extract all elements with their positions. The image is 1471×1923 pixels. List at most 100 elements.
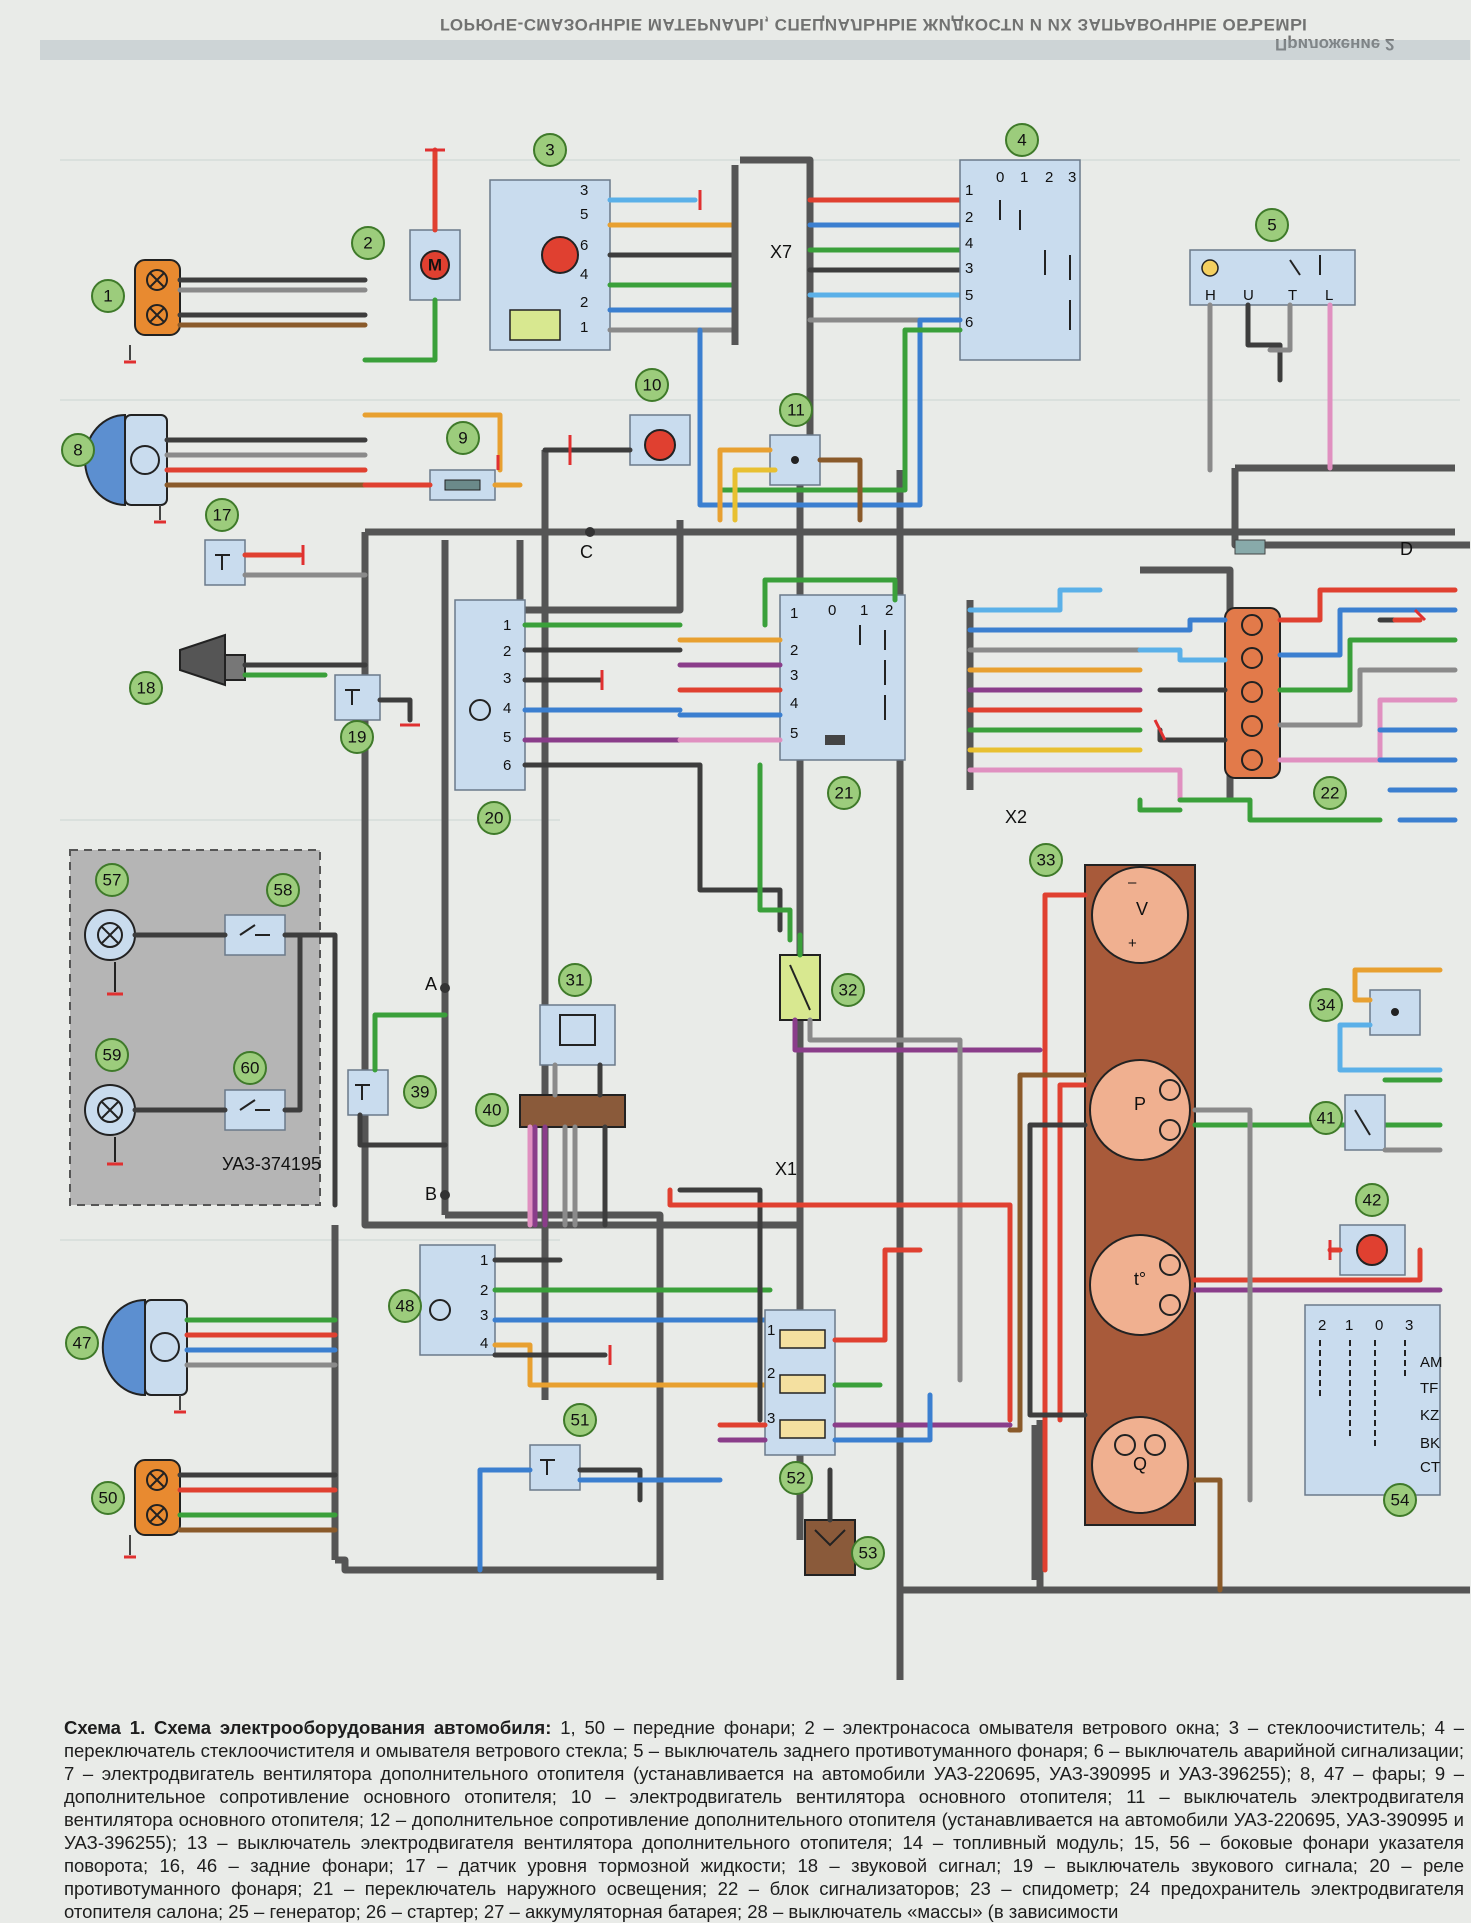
relay48-pin-3: 3: [480, 1307, 488, 1324]
relay48-pin-2: 2: [480, 1282, 488, 1299]
component-number: 1: [103, 287, 112, 306]
component-badge-34: 34: [1309, 988, 1343, 1022]
switch21-pos-2: 2: [885, 602, 893, 619]
switch4-pos-2: 2: [1045, 169, 1053, 186]
component-number: 54: [1391, 1491, 1410, 1510]
component-number: 47: [73, 1334, 92, 1353]
fuse52-pin-1: 1: [767, 1322, 775, 1339]
front-lamp-50: [124, 1459, 181, 1559]
component-number: 60: [241, 1059, 260, 1078]
relay20-pin-3: 3: [503, 670, 511, 687]
relay20-pin-5: 5: [503, 729, 511, 746]
component-number: 10: [643, 376, 662, 395]
switch54-pin-ct: CT: [1420, 1459, 1440, 1476]
component-badge-48: 48: [388, 1289, 422, 1323]
washer-pump-2: M: [409, 229, 461, 301]
connector-x1-label: X1: [775, 1159, 797, 1179]
switch4-pos-0: 0: [996, 169, 1004, 186]
component-number: 31: [566, 971, 585, 990]
heater-fan-motor-10: [629, 414, 691, 466]
relay48-pin-4: 4: [480, 1335, 488, 1352]
component-34: [1369, 989, 1421, 1036]
ground-bus-top: [740, 156, 1470, 549]
component-badge-22: 22: [1313, 776, 1347, 810]
relay5-pin-u: U: [1243, 287, 1254, 304]
wiper-pin-1: 1: [580, 319, 588, 336]
component-badge-54: 54: [1383, 1483, 1417, 1517]
component-41: [1344, 1094, 1386, 1151]
light-switch-21: 0 1 2 1 2 3 4 5: [779, 594, 906, 761]
component-badge-2: 2: [351, 226, 385, 260]
variant-box-label: УАЗ-374195: [222, 1154, 321, 1174]
component-number: 18: [137, 679, 156, 698]
switch54-pin-bk: BK: [1420, 1435, 1440, 1452]
component-number: 20: [485, 809, 504, 828]
lamp-59: [84, 1084, 136, 1166]
switch-60: [224, 1089, 286, 1131]
wiper-pin-4: 4: [580, 266, 588, 283]
component-badge-60: 60: [233, 1051, 267, 1085]
switch4-pos-3: 3: [1068, 169, 1076, 186]
lamp-57: [84, 909, 136, 996]
gauge-p-label: P: [1134, 1094, 1146, 1114]
component-number: 33: [1037, 851, 1056, 870]
wiper-pin-5: 5: [580, 206, 588, 223]
brake-fluid-sensor-17: [204, 539, 246, 586]
node-b-label: B: [425, 1184, 437, 1204]
relay-31: [539, 1004, 616, 1066]
resistor-9: [429, 469, 496, 501]
switch-51: [529, 1444, 581, 1491]
component-badge-39: 39: [403, 1075, 437, 1109]
component-badge-32: 32: [831, 973, 865, 1007]
switch54-pin-kz: KZ: [1420, 1407, 1439, 1424]
component-badge-17: 17: [205, 498, 239, 532]
motor-42: [1339, 1224, 1406, 1276]
component-badge-21: 21: [827, 776, 861, 810]
switch54-pos-0: 0: [1375, 1317, 1383, 1334]
connector-x2-label: X2: [1005, 807, 1027, 827]
front-lamp-1: [124, 259, 181, 364]
connector-x7-label: X7: [770, 242, 792, 262]
component-badge-41: 41: [1309, 1101, 1343, 1135]
switch-54: 2 1 0 3 AM TF KZ BK CT: [1304, 1304, 1443, 1496]
component-badge-9: 9: [446, 421, 480, 455]
component-number: 59: [103, 1046, 122, 1065]
switch4-pin-2: 2: [965, 209, 973, 226]
component-number: 2: [363, 234, 372, 253]
component-number: 50: [99, 1489, 118, 1508]
fog-relay-20: 1 2 3 4 5 6: [454, 599, 526, 791]
relay20-pin-6: 6: [503, 757, 511, 774]
switch54-pos-1: 1: [1345, 1317, 1353, 1334]
relay5-pin-h: H: [1205, 287, 1216, 304]
component-number: 34: [1317, 996, 1336, 1015]
component-badge-5: 5: [1255, 208, 1289, 242]
component-badge-8: 8: [61, 433, 95, 467]
headlamp-47: [101, 1298, 188, 1414]
wiring-diagram: .w { fill: none; stroke-width: 5; stroke…: [40, 40, 1470, 1680]
switch4-pin-4: 4: [965, 235, 973, 252]
horn-18: [179, 633, 246, 687]
component-number: 22: [1321, 784, 1340, 803]
ground-bus-right: [896, 470, 1470, 1680]
wiper-pin-6: 6: [580, 237, 588, 254]
switch21-pin-5: 5: [790, 725, 798, 742]
component-badge-20: 20: [477, 801, 511, 835]
switch-39: [347, 1069, 389, 1116]
component-badge-40: 40: [475, 1093, 509, 1127]
figure-caption: Схема 1. Схема электрооборудования автом…: [64, 1716, 1464, 1923]
component-number: 32: [839, 981, 858, 1000]
component-number: 39: [411, 1083, 430, 1102]
component-badge-11: 11: [779, 393, 813, 427]
heater-fan-switch-11: [769, 434, 821, 486]
component-number: 9: [458, 429, 467, 448]
switch21-pos-1: 1: [860, 602, 868, 619]
component-badge-10: 10: [635, 368, 669, 402]
relay48-pin-1: 1: [480, 1252, 488, 1269]
component-number: 48: [396, 1297, 415, 1316]
caption-title: Схема 1. Схема электрооборудования автом…: [64, 1717, 552, 1738]
component-badge-59: 59: [95, 1038, 129, 1072]
component-badge-33: 33: [1029, 843, 1063, 877]
component-number: 40: [483, 1101, 502, 1120]
connector-block-40: [519, 1094, 626, 1128]
component-badge-50: 50: [91, 1481, 125, 1515]
